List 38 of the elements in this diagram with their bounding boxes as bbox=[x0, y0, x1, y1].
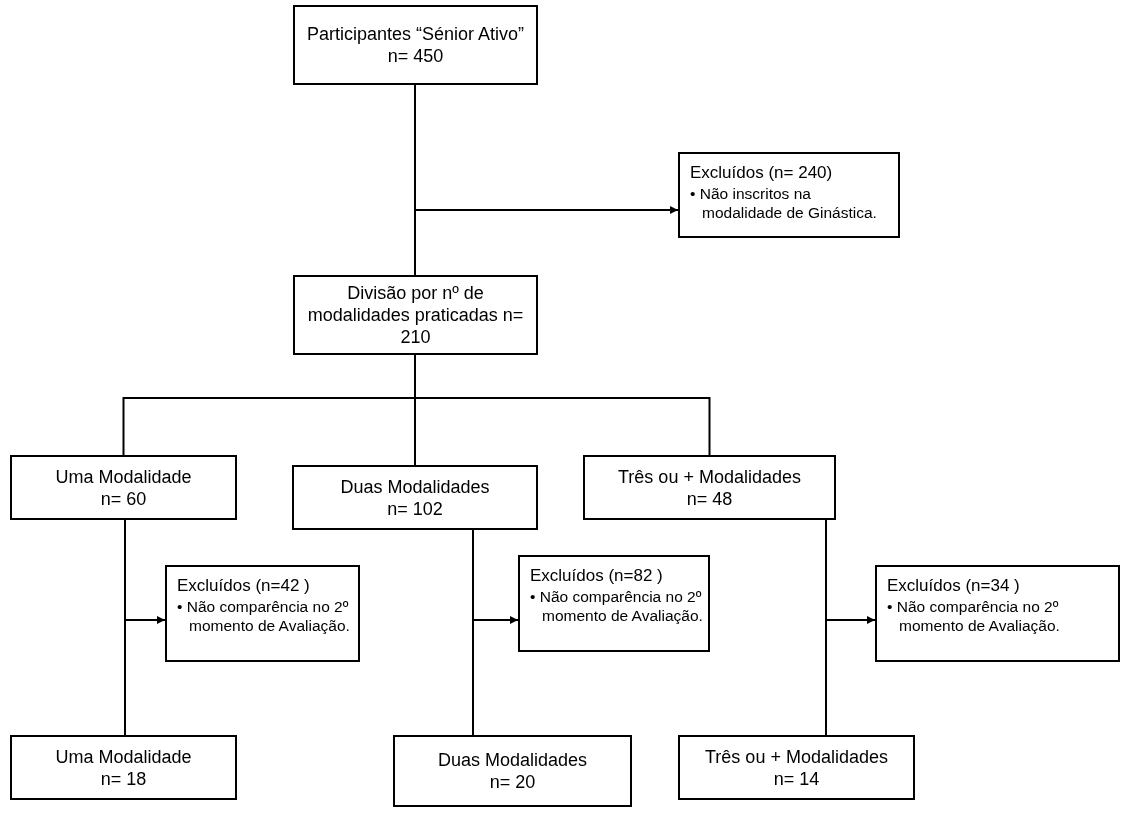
box-heading: Uma Modalidade bbox=[55, 465, 192, 488]
bullet-item: • Não comparência no 2º momento de Avaliação. bbox=[177, 597, 351, 635]
process-box bbox=[293, 5, 538, 85]
box-heading: Excluídos (n= 240) bbox=[690, 162, 834, 183]
process-box bbox=[518, 555, 710, 652]
process-box bbox=[165, 565, 360, 662]
box-count: n= 18 bbox=[100, 767, 147, 790]
box-heading: Três ou + Modalidades bbox=[618, 465, 801, 488]
process-box bbox=[875, 565, 1120, 662]
process-box bbox=[583, 455, 836, 520]
box-heading: Participantes “Sénior Ativo” bbox=[306, 23, 525, 45]
box-count: n= 20 bbox=[489, 771, 536, 793]
process-box bbox=[293, 275, 538, 355]
process-box bbox=[678, 735, 915, 800]
connector-line bbox=[472, 529, 474, 736]
box-count: n= 102 bbox=[387, 497, 443, 520]
box-heading: Divisão por nº de modalidades praticadas n= 210 bbox=[306, 282, 525, 348]
connector-line bbox=[124, 519, 126, 736]
bullet-item: • Não inscritos na modalidade de Ginástica. bbox=[690, 184, 878, 222]
box-heading: Duas Modalidades bbox=[437, 749, 588, 771]
box-heading: Uma Modalidade bbox=[55, 745, 192, 768]
process-box bbox=[292, 465, 538, 530]
process-box bbox=[678, 152, 900, 238]
box-heading: Três ou + Modalidades bbox=[705, 745, 888, 768]
bullet-item: • Não comparência no 2º momento de Avaliação. bbox=[530, 587, 704, 625]
process-box bbox=[10, 735, 237, 800]
process-box bbox=[393, 735, 632, 807]
box-count: n= 450 bbox=[387, 45, 444, 67]
box-heading: Excluídos (n=34 ) bbox=[887, 575, 1021, 596]
box-count: n= 48 bbox=[686, 487, 733, 510]
bullet-item: • Não comparência no 2º momento de Avaliação. bbox=[887, 597, 1061, 635]
box-count: n= 14 bbox=[773, 767, 820, 790]
connector-line bbox=[825, 519, 827, 736]
box-count: n= 60 bbox=[100, 487, 147, 510]
box-heading: Duas Modalidades bbox=[340, 475, 490, 498]
box-heading: Excluídos (n=82 ) bbox=[530, 565, 664, 586]
process-box bbox=[10, 455, 237, 520]
box-heading: Excluídos (n=42 ) bbox=[177, 575, 311, 596]
